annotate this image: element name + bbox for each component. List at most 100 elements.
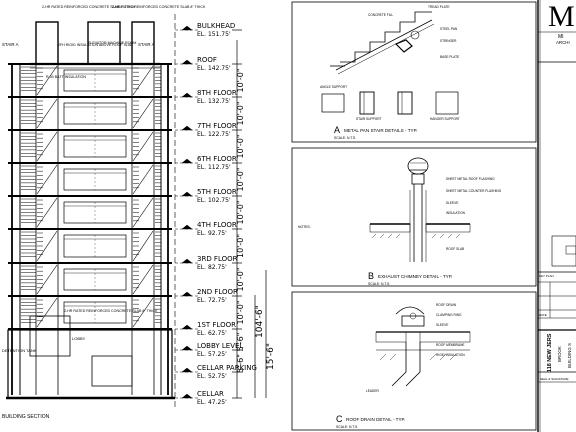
level-marker-icon <box>181 367 193 373</box>
detail-b-label: SHEET METAL COUNTER FLASHING <box>446 189 502 193</box>
room-elevator: ELEVATOR MACHINE ROOM <box>88 41 136 45</box>
project-name: 118 NEW JERS <box>547 333 553 372</box>
detail-c-label: CLAMPING RING <box>436 313 462 317</box>
detail-c-label: ROOF MEMBRANE <box>436 343 465 347</box>
detail-c-label: LEADER <box>366 389 379 393</box>
dimension-label: 5'-6" <box>236 354 245 373</box>
detail-a-letter: A <box>334 125 340 135</box>
detail-b-title: EXHAUST CHIMNEY DETAIL - TYP. <box>378 274 452 279</box>
building-section <box>6 14 176 410</box>
level-elevation: EL. 72.75' <box>197 297 227 304</box>
level-marker-icon <box>181 258 193 264</box>
level-marker-icon <box>181 191 193 197</box>
level-name: 2ND FLOOR <box>197 288 238 296</box>
dimension-column <box>175 25 267 399</box>
detail-c-label: ROOF DRAIN <box>436 303 457 307</box>
level-elevation: EL. 92.75' <box>197 230 227 237</box>
firm-logo: M <box>548 0 575 33</box>
detail-a-label: TREAD PLATE <box>428 5 450 9</box>
level-elevation: EL. 82.75' <box>197 264 227 271</box>
level-marker-icon <box>181 158 193 164</box>
detail-a-label: BASE PLATE <box>440 55 459 59</box>
seal-label: SEAL & SIGNATURE <box>540 377 569 381</box>
level-marker-icon <box>181 324 193 330</box>
level-elevation: EL. 47.25' <box>197 399 227 406</box>
detail-b-letter: B <box>368 271 374 281</box>
detail-a-scale: SCALE: N.T.S. <box>334 136 356 140</box>
level-marker-icon <box>181 393 193 399</box>
dimension-label: 10'-0" <box>236 68 245 92</box>
level-marker-icon <box>181 291 193 297</box>
title-block <box>537 0 576 432</box>
note-rated-left: 2-HR RATED REINFORCED CONCRETE SLAB 8" T… <box>42 5 136 9</box>
level-name: 1ST FLOOR <box>197 321 236 329</box>
detail-b-label: INSULATION <box>446 211 466 215</box>
detail-c-roof-drain <box>375 306 471 387</box>
level-name: CELLAR PARKING <box>197 364 257 372</box>
detail-c-title: ROOF DRAIN DETAIL - TYP. <box>346 417 405 422</box>
detail-b-notes: NOTES: <box>298 225 311 229</box>
dimension-label: 5'-6" <box>236 333 245 352</box>
sub-dimension: 15'-6" <box>266 343 276 370</box>
unit-room <box>63 234 127 258</box>
firm-name-line1: MI <box>558 34 564 40</box>
level-marker-icon <box>181 59 193 65</box>
note-detention: DETENTION TANK <box>2 348 37 353</box>
level-elevation: EL. 62.75' <box>197 330 227 337</box>
dimension-label: 10'-0" <box>236 300 245 324</box>
level-elevation: EL. 102.75' <box>197 197 231 204</box>
detail-a-label: CONCRETE FILL <box>368 13 393 17</box>
date-label: DATE <box>539 313 547 317</box>
note-lobby: LOBBY <box>72 336 86 341</box>
level-name: ROOF <box>197 56 217 64</box>
level-marker-icon <box>181 345 193 351</box>
detail-a-stair <box>321 11 459 115</box>
dimension-label: 10'-0" <box>236 234 245 258</box>
level-name: 6TH FLOOR <box>197 155 237 163</box>
room-stair-left: STAIR A <box>2 42 19 47</box>
detail-b-scale: SCALE: N.T.S. <box>368 282 390 286</box>
dimension-label: 10'-0" <box>236 101 245 125</box>
detail-b-chimney <box>369 157 471 262</box>
level-name: BULKHEAD <box>197 22 235 30</box>
level-name: 4TH FLOOR <box>197 221 237 229</box>
level-elevation: EL. 52.75' <box>197 373 227 380</box>
detail-a-label: HANGER SUPPORT <box>430 117 460 121</box>
level-elevation: EL. 112.75' <box>197 164 231 171</box>
firm-name-line2: ARCHI <box>556 40 570 45</box>
level-marker-icon <box>181 125 193 131</box>
dimension-label: 10'-0" <box>236 134 245 158</box>
level-name: LOBBY LEVEL <box>197 342 243 350</box>
detail-a-label: STAIR SUPPORT <box>356 117 381 121</box>
level-elevation: EL. 151.75' <box>197 31 231 38</box>
detail-c-scale: SCALE: N.T.S. <box>336 425 358 429</box>
section-title: BUILDING SECTION <box>2 414 50 420</box>
detail-b-label: SLEEVE <box>446 201 458 205</box>
key-plan-label: KEY PLAN <box>539 274 554 278</box>
note-rated-right: 2-HR RATED REINFORCED CONCRETE SLAB 8" T… <box>112 5 206 9</box>
detail-c-label: SLEEVE <box>436 323 448 327</box>
level-elevation: EL. 57.25' <box>197 351 227 358</box>
level-name: 3RD FLOOR <box>197 255 238 263</box>
project-city: BROOK <box>557 346 562 362</box>
detail-c-label: RIGID INSULATION <box>436 353 465 357</box>
level-elevation: EL. 132.75' <box>197 98 231 105</box>
note-cellar-slab: 2-HR RATED REINFORCED CONCRETE SLAB 8" T… <box>64 309 158 313</box>
room-stair-right: STAIR A <box>138 42 155 47</box>
dimension-label: 10'-0" <box>236 200 245 224</box>
level-name: 8TH FLOOR <box>197 89 237 97</box>
level-name: 5TH FLOOR <box>197 188 237 196</box>
level-name: 7TH FLOOR <box>197 122 237 130</box>
detail-b-label: ROOF SLAB <box>446 247 464 251</box>
note-roof-insulation: 2FH RIGID INSULATION ABOVE ROOF SLAB <box>58 43 133 47</box>
detail-a-label: STRINGER <box>440 39 457 43</box>
sheet-name: BUILDING S <box>567 343 572 368</box>
level-marker-icon <box>181 25 193 31</box>
detail-a-label: STEEL PAN <box>440 27 458 31</box>
detail-b-label: SHEET METAL ROOF FLASHING <box>446 177 495 181</box>
level-name: CELLAR <box>197 390 224 398</box>
dimension-label: 10'-0" <box>236 167 245 191</box>
level-marker-icon <box>181 92 193 98</box>
